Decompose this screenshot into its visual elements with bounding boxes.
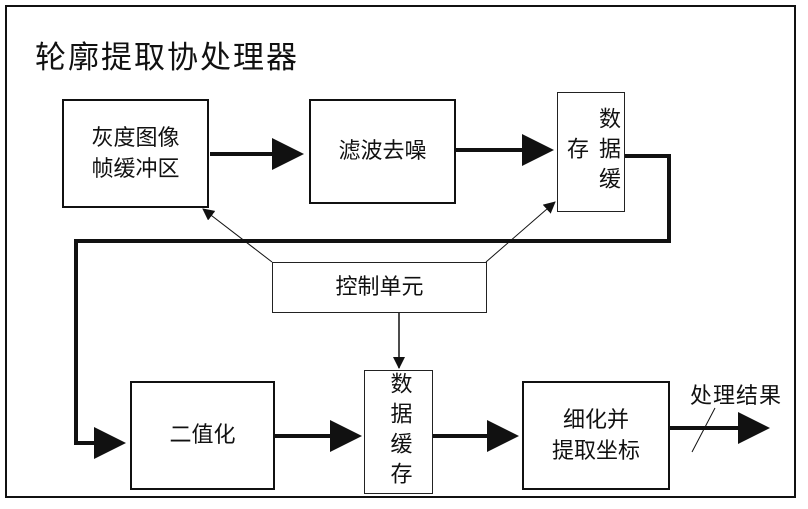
filter-block: 滤波去噪 xyxy=(309,99,456,204)
data-cache-top-label: 数据缓存 xyxy=(563,107,620,197)
thinning-label: 细化并 提取坐标 xyxy=(551,407,640,464)
thinning-block: 细化并 提取坐标 xyxy=(522,381,670,490)
arrow-control-to-buffer xyxy=(202,208,273,263)
filter-label: 滤波去噪 xyxy=(338,139,427,164)
arrow-control-to-cache xyxy=(485,201,556,263)
binarize-block: 二值化 xyxy=(130,381,275,490)
frame-buffer-block: 灰度图像 帧缓冲区 xyxy=(62,99,209,208)
data-cache-bottom-block: 数据缓存 xyxy=(364,370,433,494)
data-cache-bottom-label: 数据缓存 xyxy=(386,372,412,492)
control-unit-label: 控制单元 xyxy=(335,275,424,300)
output-label: 处理结果 xyxy=(690,384,783,409)
data-cache-top-block: 数据缓存 xyxy=(557,92,625,212)
diagram-title: 轮廓提取协处理器 xyxy=(35,40,299,76)
output-bus-slash xyxy=(691,407,716,453)
binarize-label: 二值化 xyxy=(169,423,236,448)
control-unit-block: 控制单元 xyxy=(272,262,487,313)
arrow-cache-to-binarize xyxy=(74,154,671,459)
frame-buffer-label: 灰度图像 帧缓冲区 xyxy=(91,125,180,182)
